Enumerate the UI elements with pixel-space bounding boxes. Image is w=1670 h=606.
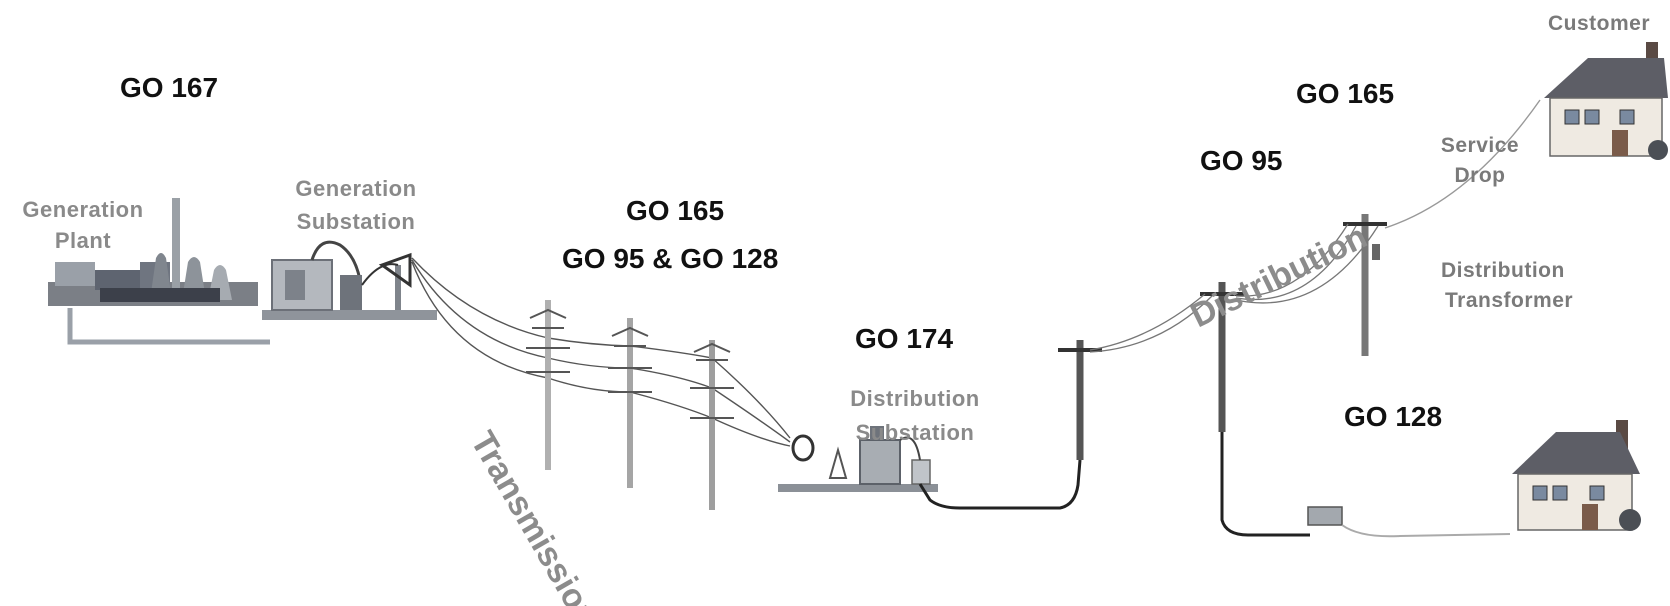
transmission-tower: [608, 318, 652, 488]
generation-plant-label-line1: Generation: [22, 197, 143, 222]
regulation-label-go95-distribution: GO 95: [1200, 145, 1282, 176]
service-drop-wire: [1384, 99, 1541, 229]
distribution-pole: [1058, 340, 1102, 460]
distribution-pole: [1200, 282, 1244, 432]
distribution-section-label: Distribution: [1185, 217, 1373, 335]
customer-house-icon: [1512, 420, 1641, 531]
distribution-substation-label-line2: Substation: [856, 420, 975, 445]
regulation-label-go165-transmission: GO 165: [626, 195, 724, 226]
service-drop-label-line2: Drop: [1455, 164, 1506, 187]
customer-label: Customer: [1548, 12, 1650, 35]
regulation-label-go165-customer: GO 165: [1296, 78, 1394, 109]
generation-substation-illustration: [262, 240, 437, 320]
generation-plant-illustration: [48, 198, 270, 345]
distribution-pole: [1343, 214, 1387, 356]
transmission-tower: [526, 300, 570, 470]
regulation-label-go95-go128: GO 95 & GO 128: [562, 243, 778, 274]
transmission-tower: [690, 340, 734, 510]
generation-substation-label-line2: Substation: [297, 209, 416, 234]
distribution-transformer-label-line1: Distribution: [1441, 259, 1565, 282]
underground-cable: [918, 459, 1082, 510]
regulation-label-go128: GO 128: [1344, 401, 1442, 432]
pad-mount-transformer: [1307, 506, 1343, 526]
distribution-substation-label-line1: Distribution: [850, 386, 979, 411]
service-lateral: [1341, 524, 1511, 538]
underground-service-cable: [1220, 432, 1310, 537]
regulation-label-go174: GO 174: [855, 323, 953, 354]
distribution-lines: [1089, 223, 1379, 353]
distribution-transformer-can: [1372, 244, 1380, 260]
customer-house-icon: [1544, 42, 1668, 160]
service-drop-label-line1: Service: [1441, 134, 1519, 157]
distribution-substation-illustration: [778, 426, 938, 492]
transmission-section-label: Transmission: [463, 425, 606, 606]
distribution-transformer-label-line2: Transformer: [1445, 289, 1573, 312]
generation-substation-label-line1: Generation: [295, 176, 416, 201]
regulation-label-go167: GO 167: [120, 72, 218, 103]
generation-plant-label-line2: Plant: [55, 228, 111, 253]
